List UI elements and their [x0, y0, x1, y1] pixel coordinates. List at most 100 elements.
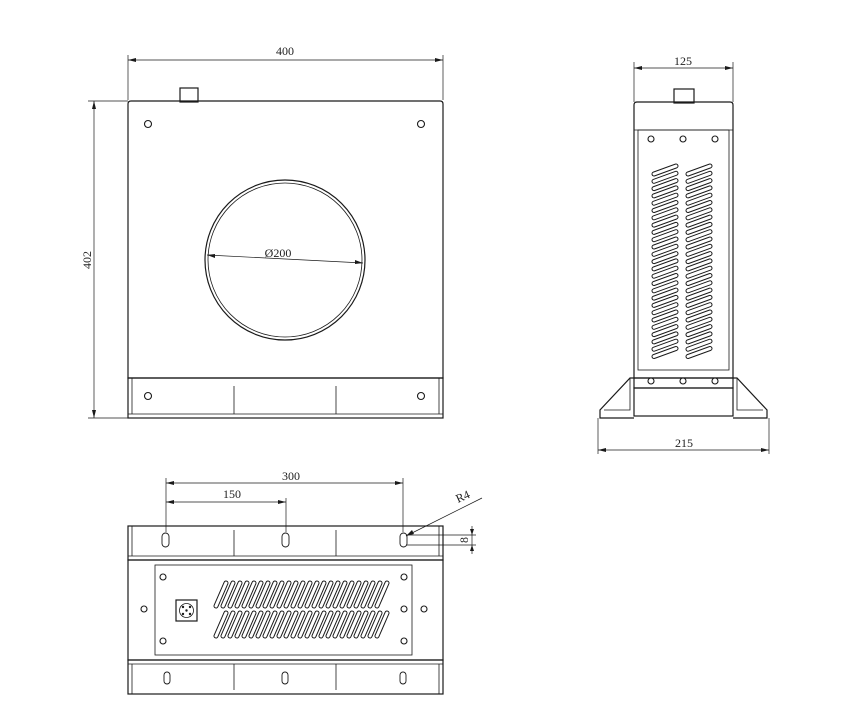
mounting-hole-icon	[416, 391, 426, 401]
mounting-slot-icon	[281, 532, 290, 548]
vent-slot-inner	[686, 310, 712, 322]
vent-slot-inner	[652, 252, 678, 264]
mounting-slot-icon	[281, 671, 289, 685]
bottom-body	[127, 559, 444, 661]
front-view: 400 402 Ø200	[80, 44, 444, 419]
vent-slot-inner	[326, 611, 340, 638]
vent-slot-inner	[686, 347, 712, 358]
connector-top	[179, 87, 199, 103]
mounting-slot-icon	[163, 671, 171, 685]
vent-slot-inner	[686, 325, 712, 337]
connector-side	[673, 88, 695, 104]
screw-icon	[400, 637, 408, 645]
vent-slot-inner	[305, 611, 319, 638]
bottom-vent-grille	[213, 580, 390, 639]
bore-diameter-label: Ø200	[265, 246, 292, 260]
vent-slot-inner	[652, 164, 678, 176]
vent-slot-inner	[284, 611, 298, 638]
mounting-slot-icon	[399, 532, 408, 548]
vent-slot-inner	[652, 310, 678, 322]
bottom-view: 300 150 R4 8	[127, 469, 483, 695]
vent-slot-inner	[333, 581, 347, 608]
vent-slot-inner	[368, 581, 382, 608]
vent-slot-inner	[326, 581, 340, 608]
vent-slot-inner	[291, 611, 305, 638]
vent-slot-inner	[270, 611, 284, 638]
vent-slot-inner	[256, 611, 270, 638]
vent-slot-inner	[652, 201, 678, 212]
vent-slot-inner	[686, 215, 712, 227]
screw-icon	[711, 135, 719, 143]
mounting-hole-icon	[143, 119, 153, 129]
vent-slot-inner	[361, 611, 375, 638]
vent-slot-inner	[263, 611, 277, 638]
screw-icon	[159, 637, 167, 645]
vent-slot-inner	[249, 581, 263, 608]
bottom-lower-bracket	[127, 659, 444, 695]
vent-slot-inner	[319, 581, 333, 608]
screw-icon	[140, 605, 148, 613]
vent-slot-inner	[214, 581, 228, 608]
vent-slot-inner	[686, 295, 712, 307]
vent-slot-inner	[652, 303, 678, 315]
screw-icon	[679, 135, 687, 143]
vent-slot-inner	[319, 611, 333, 638]
vent-slot-inner	[686, 281, 712, 293]
vent-slot-inner	[652, 317, 678, 329]
connector-socket-icon	[175, 599, 198, 622]
vent-slot-inner	[686, 332, 712, 344]
vent-slot-inner	[652, 237, 678, 249]
vent-slot-inner	[312, 611, 326, 638]
vent-slot-inner	[375, 611, 389, 638]
vent-slot-inner	[686, 222, 712, 234]
screw-icon	[400, 605, 408, 613]
vent-slot-inner	[686, 339, 712, 351]
vent-slot-inner	[686, 288, 712, 300]
bottom-top-bracket	[127, 525, 444, 561]
vent-slot-inner	[256, 581, 270, 608]
half-span-label: 150	[223, 487, 241, 501]
vent-slot-inner	[686, 237, 712, 249]
vent-slot-inner	[270, 581, 284, 608]
vent-slot-inner	[242, 611, 256, 638]
vent-slot-inner	[652, 222, 678, 234]
vent-slot-inner	[354, 581, 368, 608]
vent-slot-inner	[686, 266, 712, 278]
mounting-slot-icon	[399, 671, 407, 685]
vent-slot-inner	[686, 230, 712, 242]
vent-slot-inner	[221, 611, 235, 638]
vent-slot-inner	[298, 611, 312, 638]
vent-slot-inner	[652, 208, 678, 220]
side-base-flange-right	[733, 377, 768, 419]
vent-slot-inner	[652, 339, 678, 351]
mounting-slot-icon	[161, 532, 170, 548]
vent-slot-inner	[686, 193, 712, 205]
hole-span-label: 300	[282, 469, 300, 483]
vent-slot-inner	[340, 581, 354, 608]
vent-slot-inner	[375, 581, 389, 608]
vent-slot-inner	[284, 581, 298, 608]
vent-slot-inner	[652, 193, 678, 205]
vent-slot-inner	[652, 259, 678, 271]
vent-slot-inner	[652, 244, 678, 256]
screw-icon	[159, 573, 167, 581]
side-view: 125 215	[597, 54, 770, 454]
vent-slot-inner	[298, 581, 312, 608]
vent-slot-inner	[235, 581, 249, 608]
front-base-bracket	[127, 377, 444, 419]
vent-slot-inner	[242, 581, 256, 608]
vent-slot-inner	[652, 332, 678, 344]
side-top-width-label: 125	[674, 54, 692, 68]
vent-slot-inner	[686, 179, 712, 191]
vent-slot-inner	[235, 611, 249, 638]
vent-slot-inner	[652, 274, 678, 285]
side-body-outline	[633, 101, 734, 379]
vent-slot-inner	[277, 581, 291, 608]
vent-slot-inner	[652, 179, 678, 191]
vent-slot-inner	[221, 581, 235, 608]
side-vent-grille	[651, 163, 713, 359]
vent-slot-inner	[686, 164, 712, 176]
vent-slot-inner	[228, 611, 242, 638]
screw-icon	[400, 573, 408, 581]
